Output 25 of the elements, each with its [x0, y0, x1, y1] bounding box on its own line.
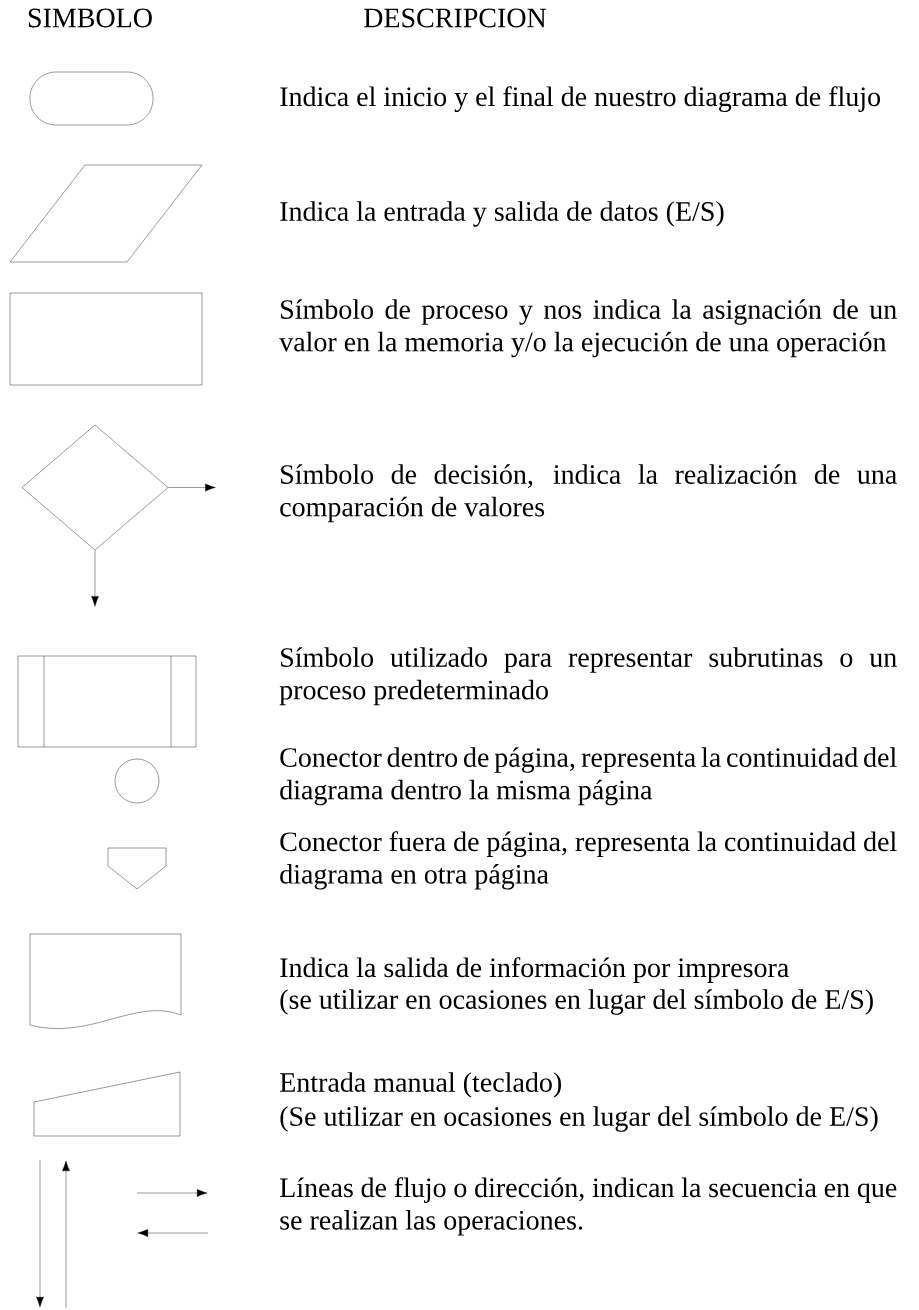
process-symbol	[9, 292, 203, 386]
subroutine-symbol	[17, 655, 197, 748]
arrow	[168, 483, 216, 492]
description-text: (se utilizar en ocasiones en lugar del símbolo de E/S)	[280, 989, 873, 1015]
input-output-symbol	[9, 164, 203, 263]
column-header: DESCRIPCION	[364, 8, 547, 28]
manual-input-symbol	[33, 1071, 181, 1137]
document-symbol	[29, 933, 182, 1029]
description-text: Entrada manual (teclado)	[280, 1072, 561, 1098]
description-text: Conector dentro de página, representa la continuidad del diagrama dentro la misma página	[280, 747, 897, 806]
description-text: Líneas de flujo o dirección, indican la secuencia en que se realizan las operaciones.	[280, 1177, 897, 1236]
column-header: SIMBOLO	[28, 8, 152, 28]
description-text: Símbolo utilizado para representar subrutinas o un proceso predeterminado	[279, 647, 897, 706]
off-page-connector	[107, 847, 167, 890]
terminal-symbol	[29, 71, 154, 126]
connector-circle	[114, 758, 160, 804]
description-text: Indica la entrada y salida de datos (E/S)	[280, 201, 724, 227]
decision-diamond	[21, 424, 169, 551]
description-text: Símbolo de proceso y nos indica la asignación de un valor en la memoria y/o la ejecución de una operación	[279, 299, 897, 358]
arrow	[91, 550, 99, 607]
description-text: Indica la salida de información por impresora	[280, 957, 789, 983]
description-text: Símbolo de decisión, indica la realización de una comparación de valores	[280, 464, 897, 523]
description-text: (Se utilizar en ocasiones en lugar del símbolo de E/S)	[280, 1106, 878, 1132]
description-text: Conector fuera de página, representa la continuidad del diagrama en otra página	[280, 831, 897, 890]
description-text: Indica el inicio y el final de nuestro diagrama de flujo	[280, 86, 881, 112]
